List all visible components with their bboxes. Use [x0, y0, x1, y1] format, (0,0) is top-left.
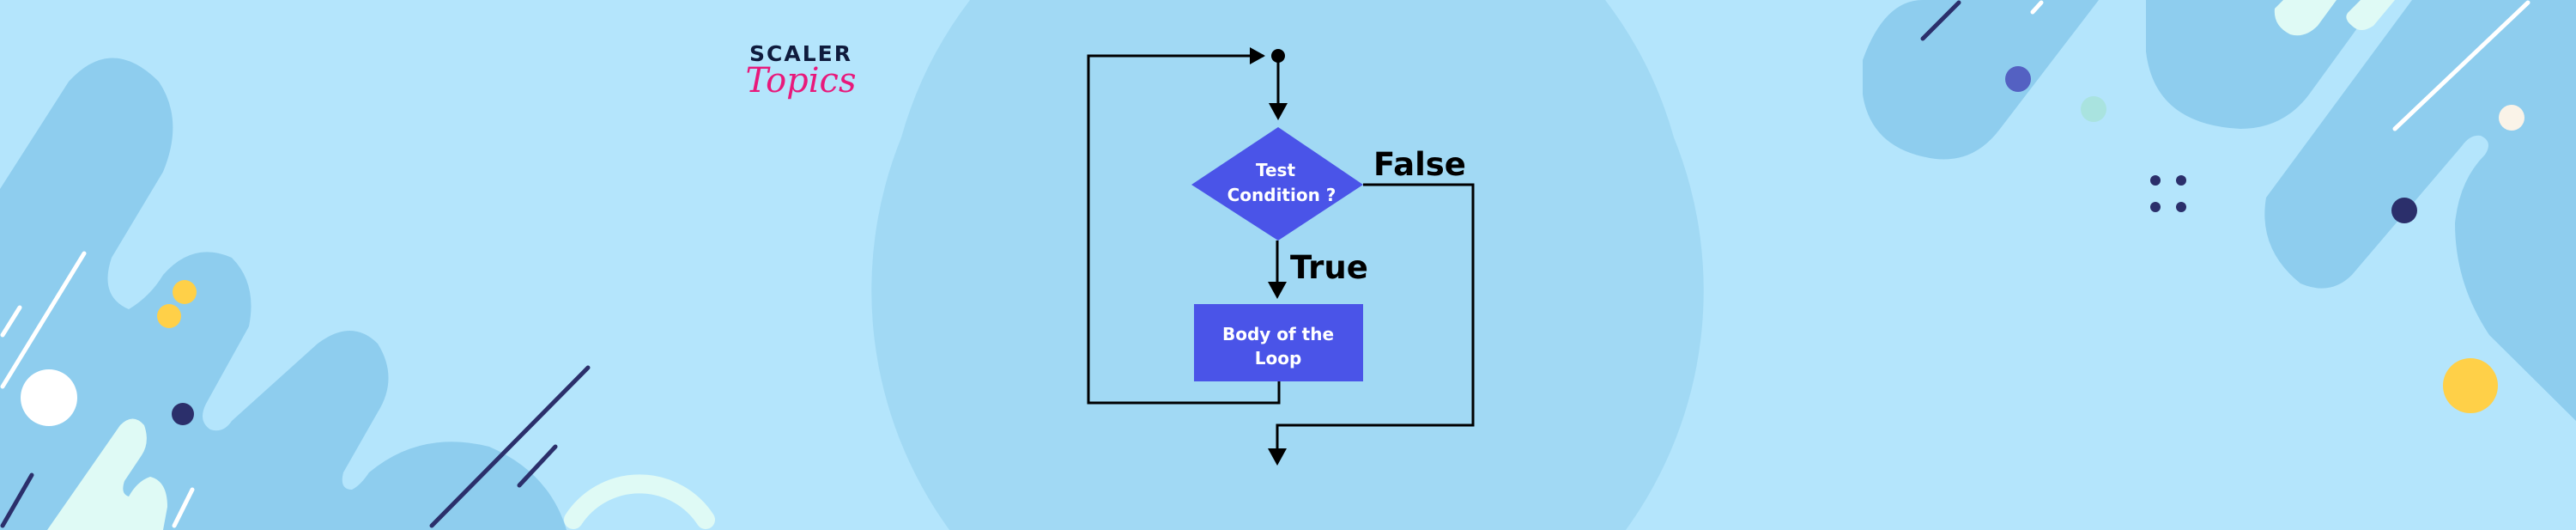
arrowhead-right — [1250, 47, 1265, 64]
center-circle — [871, 0, 1704, 530]
body-text-line2: Loop — [1255, 348, 1302, 369]
decor-dot — [2005, 66, 2031, 92]
right-blob — [2146, 0, 2378, 129]
decision-text-line1: Test — [1256, 160, 1295, 180]
decision-diamond — [1191, 127, 1363, 241]
left-decor-lines — [0, 251, 715, 529]
decor-dot — [2443, 358, 2498, 413]
four-dots — [2150, 175, 2186, 212]
decision-text-line2: Condition ? — [1227, 185, 1336, 205]
right-decor-lines — [1920, 0, 2531, 131]
decor-dot — [2499, 105, 2524, 131]
start-node — [1271, 49, 1285, 63]
decor-dot — [2081, 96, 2106, 122]
right-light-blob — [2274, 0, 2395, 36]
body-text-line1: Body of the — [1222, 324, 1334, 344]
decor-dot — [2391, 198, 2417, 223]
arrowhead-down — [1268, 282, 1287, 299]
loop-body-box — [1194, 304, 1363, 381]
right-blob — [2264, 0, 2576, 421]
loop-back-connector — [1087, 54, 1281, 405]
decor-dot — [157, 304, 181, 328]
left-blob — [0, 58, 567, 530]
false-connector — [1276, 183, 1475, 449]
arrowhead-down — [1268, 448, 1287, 466]
arrowhead-down — [1269, 103, 1288, 120]
logo-topics-text: Topics — [745, 61, 857, 101]
false-label: False — [1373, 146, 1466, 183]
decor-dot — [21, 369, 77, 426]
decor-dot — [172, 403, 194, 425]
left-light-blob — [47, 418, 167, 530]
scaler-topics-logo: SCALER Topics — [745, 41, 857, 101]
logo-scaler-text: SCALER — [749, 41, 852, 66]
decor-dot — [173, 280, 197, 304]
true-label: True — [1290, 249, 1368, 286]
